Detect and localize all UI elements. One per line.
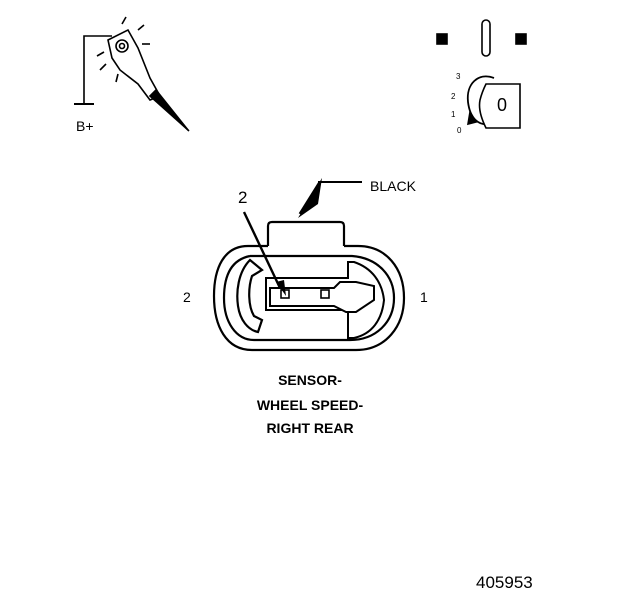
figure-number: 405953	[476, 573, 533, 592]
ignition-position-3: 3	[456, 72, 461, 81]
ignition-position-0: 0	[457, 126, 462, 135]
ignition-switch-icon	[436, 19, 527, 129]
key-position-label: 0	[497, 95, 508, 115]
cavity-callout-leader	[242, 211, 286, 296]
cavity-callout-number: 2	[238, 188, 248, 207]
terminal-label-right: 1	[420, 289, 428, 305]
caption-line-2: WHEEL SPEED-	[256, 397, 364, 413]
ignition-position-1: 1	[451, 110, 456, 119]
caption-line-1: SENSOR-	[278, 372, 342, 388]
b-plus-label: B+	[76, 118, 94, 134]
test-light-icon	[74, 16, 190, 132]
ignition-position-2: 2	[451, 92, 456, 101]
caption-line-3: RIGHT REAR	[266, 420, 354, 436]
wire-color-leader	[298, 178, 362, 218]
wheel-speed-sensor-connector	[212, 220, 406, 352]
wire-color-label: BLACK	[370, 178, 416, 194]
terminal-label-left: 2	[183, 289, 191, 305]
